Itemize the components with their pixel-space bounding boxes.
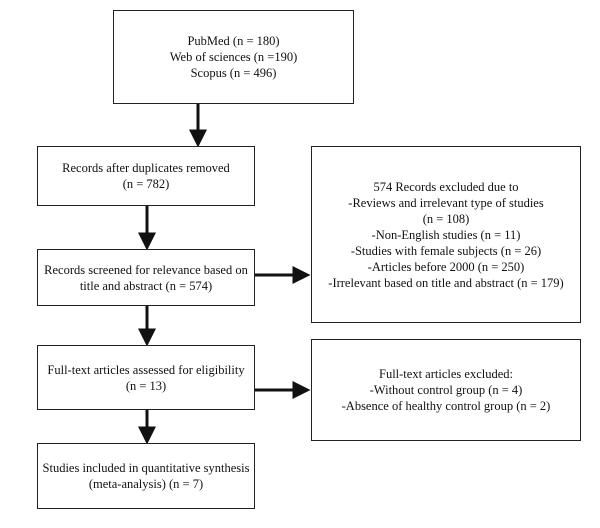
excluded-screening-line: -Articles before 2000 (n = 250) <box>367 259 525 274</box>
duplicates-removed-box: Records after duplicates removed (n = 78… <box>37 146 255 206</box>
eligibility-box: Full-text articles assessed for eligibil… <box>37 345 255 410</box>
duplicates-line: (n = 782) <box>122 177 170 191</box>
eligibility-line: (n = 13) <box>125 378 167 393</box>
sources-box: PubMed (n = 180) Web of sciences (n =190… <box>113 10 354 104</box>
excluded-fulltext-line: -Without control group (n = 4) <box>369 383 523 397</box>
excluded-screening-box: 574 Records excluded due to -Reviews and… <box>311 146 581 323</box>
excluded-screening-line: -Studies with female subjects (n = 26) <box>350 243 542 258</box>
duplicates-line: Records after duplicates removed <box>62 161 230 175</box>
included-line: (meta-analysis) (n = 7) <box>88 477 204 491</box>
screened-line: title and abstract (n = 574) <box>79 278 213 293</box>
excluded-screening-line: -Irrelevant based on title and abstract … <box>328 275 564 290</box>
included-box: Studies included in quantitative synthes… <box>37 443 255 509</box>
excluded-screening-line: -Reviews and irrelevant type of studies <box>348 195 544 210</box>
included-line: Studies included in quantitative synthes… <box>42 461 250 475</box>
screened-line: Records screened for relevance based on <box>44 262 248 277</box>
excluded-screening-line: -Non-English studies (n = 11) <box>371 227 521 242</box>
excluded-screening-line: 574 Records excluded due to <box>373 179 519 194</box>
sources-line: Web of sciences (n =190) <box>169 50 298 64</box>
excluded-fulltext-line: Full-text articles excluded: <box>379 367 513 381</box>
excluded-fulltext-box: Full-text articles excluded: -Without co… <box>311 339 581 441</box>
screened-box: Records screened for relevance based on … <box>37 249 255 306</box>
excluded-fulltext-line: -Absence of healthy control group (n = 2… <box>341 399 551 413</box>
excluded-screening-line: (n = 108) <box>422 211 470 226</box>
sources-line: Scopus (n = 496) <box>190 66 277 80</box>
sources-line: PubMed (n = 180) <box>187 34 280 48</box>
eligibility-line: Full-text articles assessed for eligibil… <box>47 362 245 377</box>
